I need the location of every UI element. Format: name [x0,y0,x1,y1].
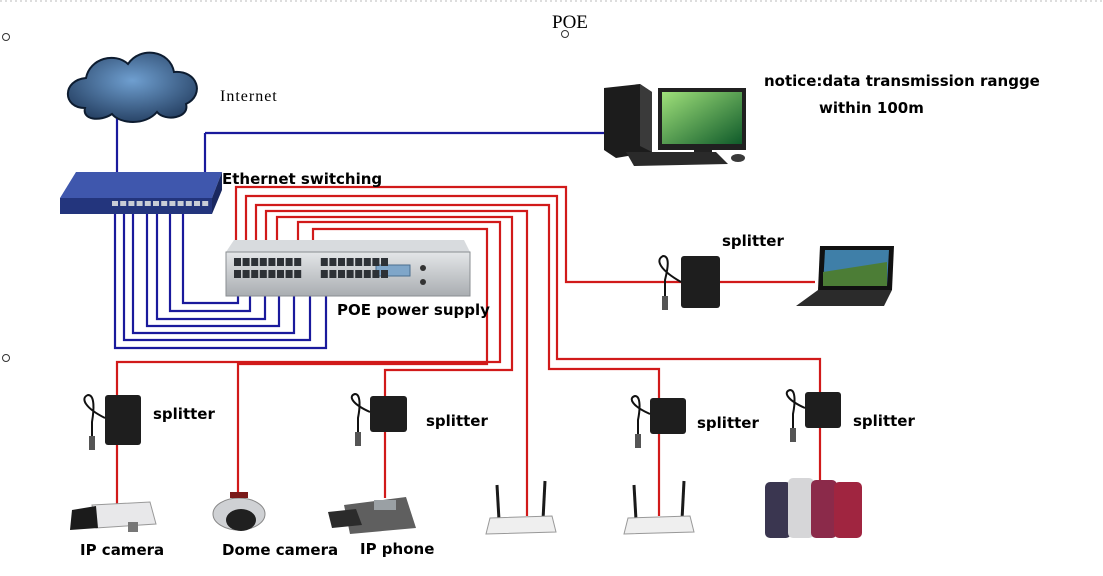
poe-port [268,270,276,278]
notice-line-2: within 100m [819,99,924,117]
red-cable-laptop [234,185,681,284]
poe-port [372,270,380,278]
switch-port [202,201,209,206]
poe-port [251,270,259,278]
splitter-label-router: splitter [697,414,759,432]
poe-port [242,258,250,266]
power-cables [115,185,822,516]
red-cable-router-2 [254,203,661,398]
red-cable-dome-camera [236,227,489,492]
red-cable-phones [244,194,822,392]
switch-port [161,201,168,206]
poe-port [320,270,328,278]
splitter-label-phones: splitter [853,412,915,430]
switch-ports [112,201,209,206]
poe-port [251,258,259,266]
poe-port [294,258,302,266]
ethernet-switching-label: Ethernet switching [222,170,383,188]
poe-ports [234,258,388,278]
splitter-icon [630,394,686,448]
poe-port [338,270,345,278]
poe-port [259,270,267,278]
switch-port [177,201,184,206]
poe-port [268,258,276,266]
poe-port [381,258,388,266]
switch-port [136,201,143,206]
poe-port [329,270,337,278]
switch-port [120,201,127,206]
poe-port [346,270,354,278]
poe-port [363,270,371,278]
wireless-router-icon [485,480,557,535]
switch-port [128,201,135,206]
red-cable-router-1 [264,209,529,516]
splitter-icon [658,254,720,310]
poe-port [285,270,293,278]
poe-port [338,258,345,266]
switch-port [185,201,192,206]
poe-port [259,258,267,266]
laptop-icon [796,246,894,306]
blue-cable-3 [131,213,296,335]
poe-port [355,258,363,266]
margin-marker [561,30,569,38]
poe-port [277,258,284,266]
poe-port [363,258,371,266]
desktop-pc-icon [604,84,746,166]
splitter-icon [83,393,141,450]
internet-cloud-icon [67,51,198,123]
pc-uplink-cable [205,131,608,143]
red-cable-ip-phone [275,215,514,397]
poe-port [329,258,337,266]
poe-port [355,270,363,278]
poe-port [294,270,302,278]
splitter-label-laptop: splitter [722,232,784,250]
poe-port [372,258,380,266]
wireless-router-icon [623,480,695,535]
poe-port [346,258,354,266]
notice-line-1: notice:data transmission rangge [764,72,1040,90]
splitter-label-ip-camera: splitter [153,405,215,423]
switch-port [112,201,118,206]
splitter-icon [350,392,407,446]
cordless-phones-icon [765,478,862,538]
poe-port [234,270,241,278]
ip-phone-icon [328,497,416,534]
switch-port [194,201,200,206]
poe-port [381,270,388,278]
poe-port [277,270,284,278]
poe-port [320,258,328,266]
dome-camera-label: Dome camera [222,541,339,559]
switch-port [153,201,159,206]
ethernet-switch-icon [60,172,222,214]
blue-cable-1 [113,213,328,350]
switch-port [169,201,176,206]
splitter-icon [785,388,841,442]
margin-marker [2,354,10,362]
dome-camera-icon [212,492,266,531]
poe-power-supply-icon [225,240,471,297]
internet-label: Internet [220,88,278,105]
diagram-title: POE [552,12,588,33]
poe-port [242,270,250,278]
ip-phone-label: IP phone [360,540,435,558]
poe-port [285,258,293,266]
ip-camera-label: IP camera [80,541,165,559]
poe-power-supply-label: POE power supply [337,301,490,319]
margin-marker [2,33,10,41]
poe-port [234,258,241,266]
ip-camera-icon [70,501,157,532]
splitter-label-ip-phone: splitter [426,412,488,430]
switch-port [144,201,151,206]
blue-cable-2 [122,213,312,342]
red-cable-ip-camera [115,220,502,395]
